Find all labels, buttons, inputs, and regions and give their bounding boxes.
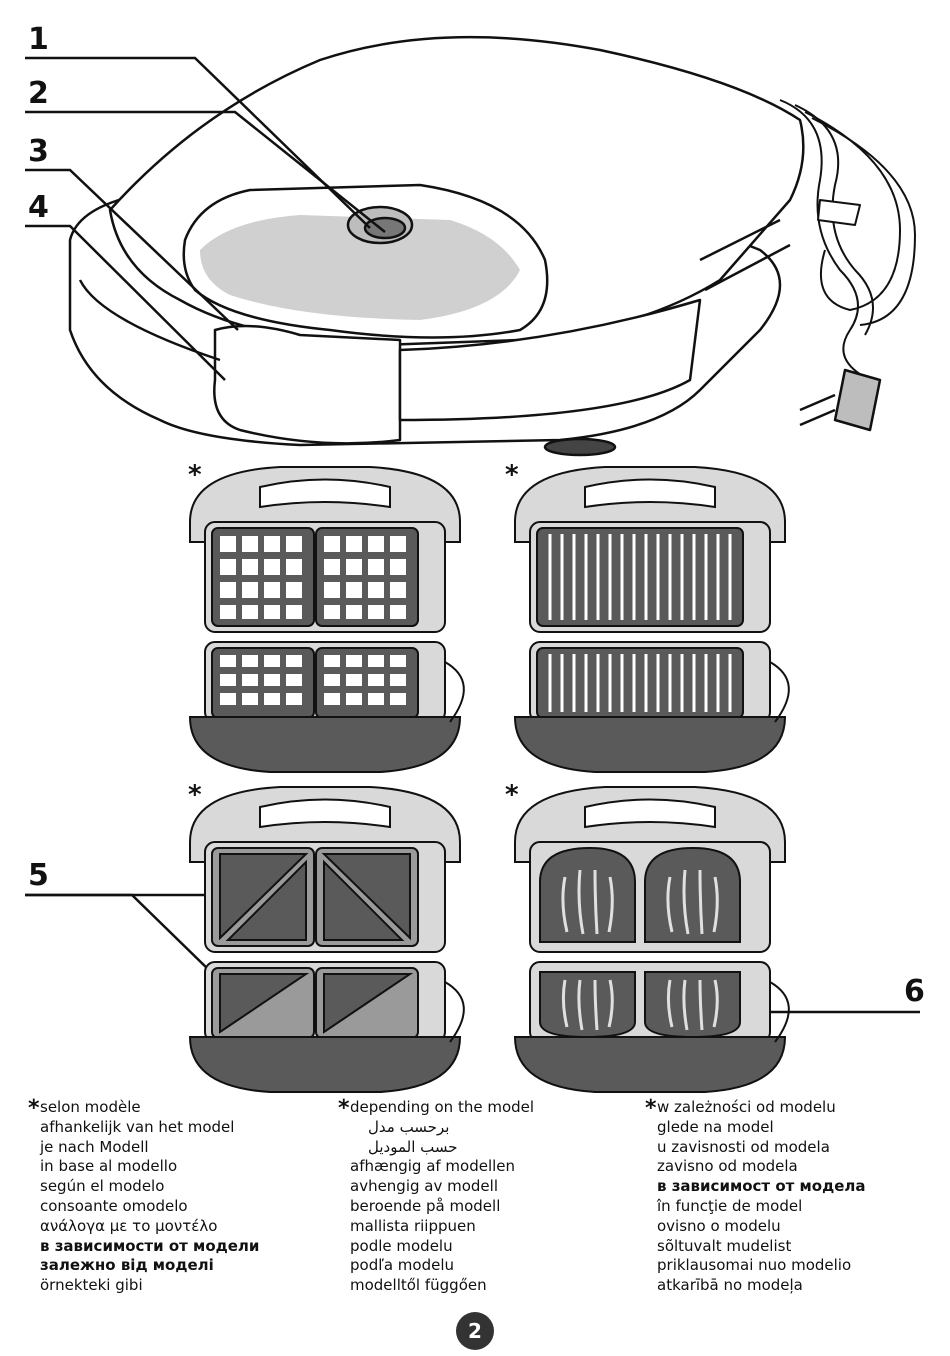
callout-6: 6 — [904, 974, 925, 1009]
note-line: podle modelu — [350, 1236, 453, 1255]
note-line: залежно від моделі — [40, 1256, 214, 1275]
callout-2: 2 — [28, 76, 49, 111]
note-line: modelltől függően — [350, 1276, 487, 1295]
plate-marker-waffle: * — [188, 460, 202, 490]
note-line: ανάλογα με το μοντέλο — [40, 1216, 218, 1235]
note-line: în funcţie de model — [657, 1196, 803, 1215]
callout-5: 5 — [28, 858, 49, 893]
sandwich-plates-illustration — [188, 786, 465, 1093]
footnote-marker: * — [645, 1096, 657, 1121]
note-line: beroende på modell — [350, 1196, 501, 1215]
note-line: atkarībā no modeļa — [657, 1276, 803, 1295]
plate-marker-sandwich: * — [188, 780, 202, 810]
footnote-marker: * — [28, 1096, 40, 1121]
plate-marker-shell: * — [505, 780, 519, 810]
note-line: glede na model — [657, 1117, 774, 1136]
footnote-column-2: * depending on the model برحسب مدل حسب ا… — [338, 1096, 650, 1296]
grill-plates-illustration — [513, 466, 790, 773]
note-line: в зависимост от модела — [657, 1177, 866, 1196]
note-line: ovisno o modelu — [657, 1216, 781, 1235]
note-line: u zavisnosti od modela — [657, 1137, 830, 1156]
note-line: je nach Modell — [40, 1137, 149, 1156]
note-line: w zależności od modelu — [657, 1098, 836, 1116]
page-number-badge: 2 — [456, 1312, 494, 1350]
note-line: sõltuvalt mudelist — [657, 1236, 792, 1255]
callout-4: 4 — [28, 190, 49, 225]
note-line: afhængig af modellen — [350, 1157, 516, 1176]
note-line: حسب الموديل — [368, 1137, 458, 1156]
callout-1: 1 — [28, 22, 49, 57]
note-line: mallista riippuen — [350, 1216, 476, 1235]
shell-plates-illustration — [513, 786, 790, 1093]
note-line: podľa modelu — [350, 1256, 455, 1275]
note-line: avhengig av modell — [350, 1177, 499, 1196]
note-line: zavisno od modela — [657, 1157, 798, 1176]
note-line: örnekteki gibi — [40, 1276, 143, 1295]
footnote-column-3: * w zależności od modelu glede na model … — [645, 1096, 950, 1296]
note-line: depending on the model — [350, 1098, 535, 1116]
footnote-column-1: * selon modèle afhankelijk van het model… — [28, 1096, 340, 1296]
note-line: in base al modello — [40, 1157, 178, 1176]
note-line: в зависимости от модели — [40, 1236, 260, 1255]
waffle-plates-illustration — [188, 466, 465, 773]
note-line: برحسب مدل — [368, 1117, 450, 1136]
note-line: consoante omodelo — [40, 1196, 188, 1215]
footnote-marker: * — [338, 1096, 350, 1121]
plate-marker-grill: * — [505, 460, 519, 490]
note-line: según el modelo — [40, 1177, 165, 1196]
note-line: afhankelijk van het model — [40, 1117, 235, 1136]
note-line: priklausomai nuo modelio — [657, 1256, 852, 1275]
callout-3: 3 — [28, 134, 49, 169]
note-line: selon modèle — [40, 1098, 141, 1116]
